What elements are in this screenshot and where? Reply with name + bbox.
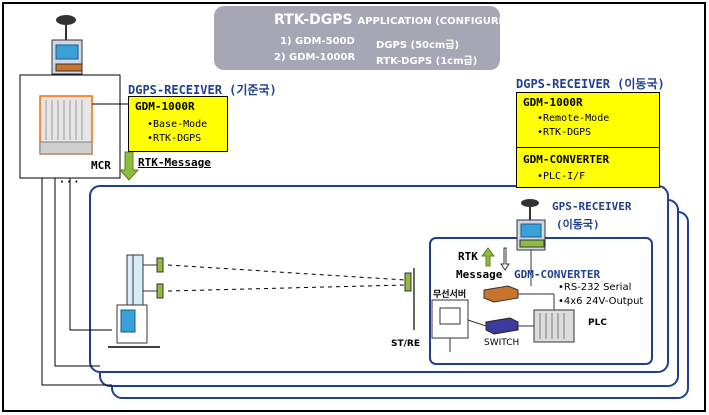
title-line2-left: 2) GDM-1000R [274, 52, 356, 63]
mobile-gps-dish [521, 199, 539, 207]
switch-device [485, 317, 519, 335]
mcr-label: MCR [91, 159, 111, 172]
tower-antenna-lower [156, 283, 164, 299]
mcr-rack-slots [45, 100, 83, 140]
gps-receiver-base-foot [55, 63, 83, 72]
base-receiver-box: GDM-1000R •Base-Mode •RTK-DGPS [128, 96, 228, 152]
gps-receiver-base-screen [55, 44, 79, 60]
vehicle-connections [449, 250, 555, 352]
mobile-receiver-model: GDM-1000R [523, 96, 583, 109]
antenna-dish [56, 15, 76, 25]
wireless-server-screen [439, 307, 461, 325]
gps-receiver-sub-label: (이동국) [556, 218, 600, 231]
tower-antenna-upper [156, 257, 164, 273]
mobile-receiver-item-2: •RTK-DGPS [537, 127, 592, 138]
rtk-message-label: RTK-Message [138, 156, 211, 169]
mobile-converter-item-1: •PLC-I/F [537, 171, 586, 182]
base-receiver-item-2: •RTK-DGPS [147, 133, 202, 144]
mobile-receiver-box: GDM-1000R •Remote-Mode •RTK-DGPS GDM-CON… [516, 92, 660, 188]
title-banner: RTK-DGPS APPLICATION (CONFIGURE) 1) GDM-… [214, 6, 510, 70]
title-sub: APPLICATION (CONFIGURE) [357, 16, 510, 27]
mobile-antenna [404, 272, 412, 292]
gps-receiver-label: GPS-RECEIVER [552, 200, 632, 213]
rtk-label: RTK [458, 250, 478, 263]
converter-label: GDM-CONVERTER [514, 268, 601, 281]
wireless-server-label: 무선서버 [433, 290, 467, 300]
gps-down-arrow [500, 247, 510, 271]
switch-label: SWITCH [484, 338, 520, 348]
plc-rack-slots [539, 313, 565, 339]
mobile-converter-title: GDM-CONVERTER [523, 153, 610, 166]
rs232-label: •RS-232 Serial [558, 282, 632, 293]
base-cables [41, 178, 112, 386]
gdm-converter-device [483, 285, 519, 303]
st-re-label: ST/RE [391, 339, 420, 349]
message-label: Message [456, 268, 503, 281]
mcr-rack-base [39, 141, 93, 155]
tower-cabinet-screen [120, 309, 136, 333]
mobile-receiver-item-1: •Remote-Mode [537, 113, 610, 124]
base-receiver-model: GDM-1000R [135, 100, 195, 113]
base-receiver-item-1: •Base-Mode [147, 119, 208, 130]
base-receiver-header: DGPS-RECEIVER (기준국) [128, 83, 277, 97]
title-main: RTK-DGPS [274, 12, 353, 28]
title-line1-left: 1) GDM-500D [280, 36, 355, 47]
rtk-up-arrow [481, 247, 495, 267]
mobile-box-divider [517, 147, 659, 148]
plc-label: PLC [588, 318, 607, 328]
mobile-gps-screen [520, 223, 542, 238]
mobile-gps-foot [519, 239, 545, 248]
output-label: •4x6 24V-Output [558, 296, 644, 307]
title-line1-right: DGPS (50cm급) [376, 40, 460, 51]
rtk-down-arrow [118, 151, 140, 181]
mcr-dots: · · · [60, 177, 79, 188]
mobile-receiver-header: DGPS-RECEIVER (이동국) [516, 77, 665, 91]
tower-pole [126, 254, 144, 306]
title-line2-right: RTK-DGPS (1cm급) [376, 56, 478, 67]
